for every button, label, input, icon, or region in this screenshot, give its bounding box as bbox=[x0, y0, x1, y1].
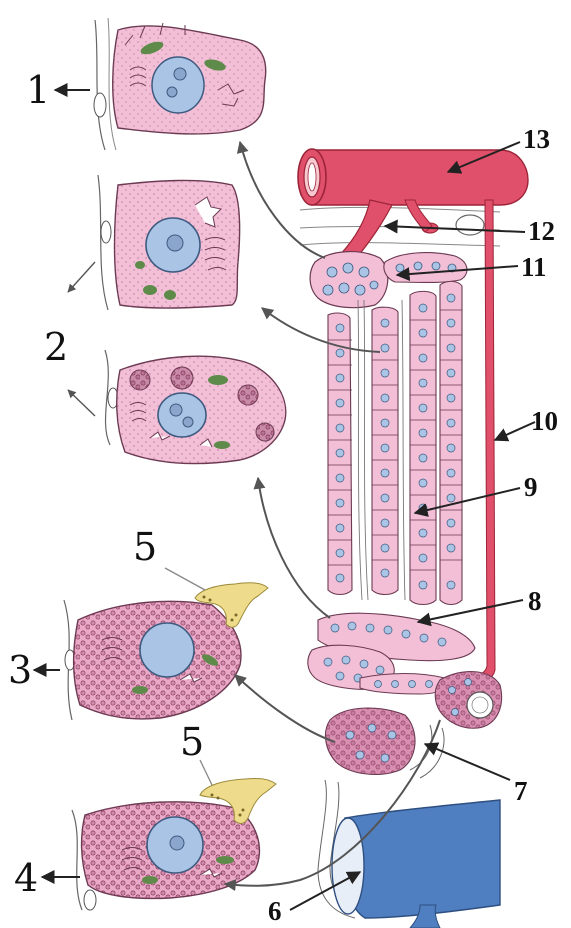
label-6: 6 bbox=[268, 896, 282, 926]
cell-type-4 bbox=[72, 779, 276, 910]
label-5-lower: 5 bbox=[180, 720, 204, 764]
cell-type-3 bbox=[64, 583, 268, 720]
label-7: 7 bbox=[514, 776, 528, 806]
label-8: 8 bbox=[528, 586, 542, 616]
label-11: 11 bbox=[521, 252, 547, 282]
label-10: 10 bbox=[531, 406, 558, 436]
zona-fasciculata bbox=[328, 281, 462, 604]
nucleus-1 bbox=[152, 57, 204, 113]
central-vein bbox=[332, 800, 500, 928]
label-3: 3 bbox=[8, 648, 32, 692]
label-9: 9 bbox=[524, 472, 538, 502]
nucleus-2-lower bbox=[158, 393, 206, 437]
label-5-upper: 5 bbox=[133, 525, 157, 569]
label-4: 4 bbox=[14, 856, 38, 900]
label-12: 12 bbox=[528, 216, 555, 246]
label-13: 13 bbox=[523, 124, 550, 154]
label-1: 1 bbox=[26, 68, 50, 112]
label-2: 2 bbox=[44, 325, 68, 369]
cell-type-2-upper bbox=[98, 175, 240, 310]
nucleus-3 bbox=[140, 623, 194, 677]
cell-type-1 bbox=[94, 18, 266, 150]
cell-type-2-lower bbox=[105, 350, 286, 464]
